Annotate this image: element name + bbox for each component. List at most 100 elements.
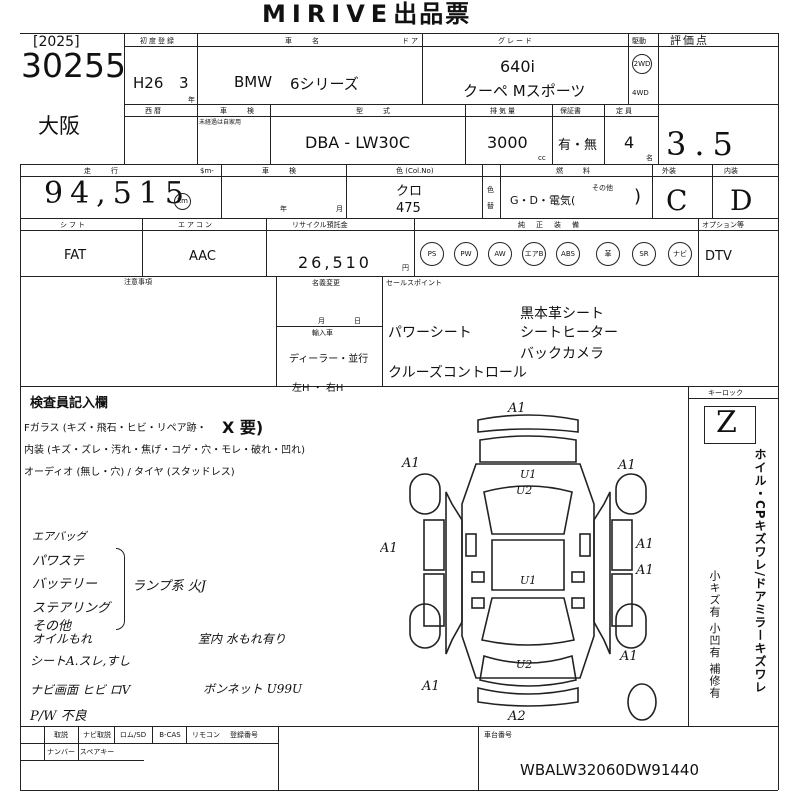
nen-label: 年 <box>188 96 197 104</box>
name-change-day: 日 <box>354 317 363 325</box>
equipment-navi: ナビ <box>668 242 692 266</box>
yen-label: 円 <box>402 264 409 272</box>
score-value: 3.5 <box>666 125 741 163</box>
handwritten-6: オイルもれ <box>32 632 93 646</box>
mileage-label: 走 行 <box>84 167 120 175</box>
bottom-bcas: B-CAS <box>152 727 187 743</box>
option-value: DTV <box>705 249 732 264</box>
warranty-label: 保証書 <box>560 107 581 115</box>
mileage-unit-mark: km <box>174 193 191 210</box>
sales-point-5: クルーズコントロール <box>388 365 527 381</box>
fuel-close: ) <box>634 186 642 207</box>
lot-number: 30255 <box>21 46 126 85</box>
import-label: 輸入車 <box>312 329 333 337</box>
inspector-interior: 内装 (キズ・ズレ・汚れ・焦げ・コゲ・穴・モレ・破れ・凹れ) <box>24 445 305 456</box>
import-handle: 左H ・ 右H <box>292 383 344 394</box>
keyrock-mark: Z <box>716 405 737 440</box>
bottom-navi-manual: ナビ取説 <box>78 727 115 743</box>
mark-a1-top: A1 <box>507 401 526 416</box>
shaken-note: 未経過は自家用 <box>199 119 242 126</box>
drive-label: 駆動 <box>632 37 646 45</box>
mark-a2-bottom: A2 <box>507 709 526 724</box>
model-code: DBA - LW30C <box>305 133 410 152</box>
color-label: 色 (Col.No) <box>396 167 434 175</box>
handwritten-3: バッテリー <box>32 577 98 592</box>
name-change-label: 名義変更 <box>312 279 340 287</box>
interior-label: 内装 <box>724 167 738 175</box>
handwritten-11: 室内 水もれ有り <box>198 632 286 646</box>
capacity-label: 定員 <box>616 107 634 115</box>
color-no: 475 <box>396 201 421 216</box>
fuel-label: 燃 料 <box>556 167 592 175</box>
handwritten-12: ボンネット U99U <box>203 682 303 696</box>
aircon-value: AAC <box>189 249 216 264</box>
mark-u1-hood: U1 <box>520 468 536 481</box>
mark-u2-trunk: U2 <box>516 658 532 671</box>
bottom-manual: 取説 <box>44 727 77 743</box>
side-note-2: 小キズ有 小凹有 補修有 <box>708 570 721 699</box>
car-name-label: 車 名 <box>285 37 321 45</box>
exterior-label: 外装 <box>662 167 676 175</box>
inspector-label: 検査員記入欄 <box>30 396 109 411</box>
notes-label: 注意事項 <box>124 278 152 286</box>
handwritten-10: ランプ系 火J <box>132 579 206 594</box>
grade-label: グレード <box>498 37 534 45</box>
interior-grade: D <box>730 184 753 217</box>
meter-label: $m- <box>200 167 214 175</box>
grade-line2: クーペ Mスポーツ <box>463 82 586 100</box>
iro-label: 色 <box>487 186 496 194</box>
brand-name: MIRIVE <box>262 0 394 28</box>
handwritten-1: エアバッグ <box>32 530 87 543</box>
mark-a1-left-bottom: A1 <box>421 679 440 694</box>
mark-u2-hood: U2 <box>516 484 532 497</box>
drive-4wd: 4WD <box>632 89 649 97</box>
mark-a1-right-bottom: A1 <box>619 649 638 664</box>
shaken-label-2: 車 検 <box>220 107 256 115</box>
score-label: 評価点 <box>670 34 709 47</box>
mark-a1-right-rear: A1 <box>635 563 654 578</box>
inspector-glass-mark: X 要) <box>222 418 264 437</box>
bottom-reg-no: 登録番号 <box>230 731 258 739</box>
equipment-pw: PW <box>454 242 478 266</box>
exterior-grade: C <box>666 184 688 217</box>
inspector-audio: オーディオ (無し・穴) / タイヤ (スタッドレス) <box>24 467 235 478</box>
cc-label: cc <box>538 154 546 162</box>
grade-line1: 640i <box>500 57 535 76</box>
nenshiki-label: 西暦 <box>145 107 163 115</box>
equipment-aw: AW <box>488 242 512 266</box>
mark-a1-right-top: A1 <box>617 458 636 473</box>
equipment-sr: SR <box>632 242 656 266</box>
displacement-value: 3000 <box>487 133 528 152</box>
mark-u1-roof: U1 <box>520 574 536 587</box>
car-damage-diagram: A1 A1 A1 A1 U1 U2 A1 A1 U1 U2 A1 A1 A2 <box>380 401 657 724</box>
katashiki-label: 型 式 <box>356 107 392 115</box>
sales-point-4: バックカメラ <box>520 346 604 362</box>
model: 6シリーズ <box>290 75 359 93</box>
drive-2wd-mark: 2WD <box>632 54 652 74</box>
name-change-month: 月 <box>318 317 327 325</box>
fuel-value: G・D・電気( <box>510 194 576 207</box>
first-reg-label: 初度登録 <box>140 37 176 45</box>
option-label: オプション等 <box>702 221 744 229</box>
sales-point-label: セールスポイント <box>386 279 442 287</box>
equipment-ps: PS <box>420 242 444 266</box>
sales-point-3: シートヒーター <box>520 325 618 341</box>
bottom-plate: ナンバー <box>44 744 77 760</box>
first-reg-month: 3 <box>179 74 189 92</box>
inspection-year: 年 <box>280 205 289 213</box>
sales-point-2: パワーシート <box>388 325 472 341</box>
inspection-month: 月 <box>336 205 345 213</box>
recycle-label: リサイクル預託金 <box>292 221 348 229</box>
keyrock-box <box>704 406 756 444</box>
equipment-abs: ABS <box>556 242 580 266</box>
side-note: ホイル・CPキズワレ/ドアミラーキズワレ <box>753 448 767 694</box>
equipment-airbag: エアB <box>522 242 546 266</box>
keyrock-label: キーロック <box>708 389 743 397</box>
handwritten-2: パワステ <box>32 554 85 569</box>
sonota-label: その他 <box>592 184 613 192</box>
displacement-label: 排気量 <box>490 107 517 115</box>
door-label: ドア <box>402 37 420 45</box>
shift-label: シフト <box>60 221 87 229</box>
aircon-label: エアコン <box>178 221 214 229</box>
mei-label: 名 <box>646 154 653 162</box>
